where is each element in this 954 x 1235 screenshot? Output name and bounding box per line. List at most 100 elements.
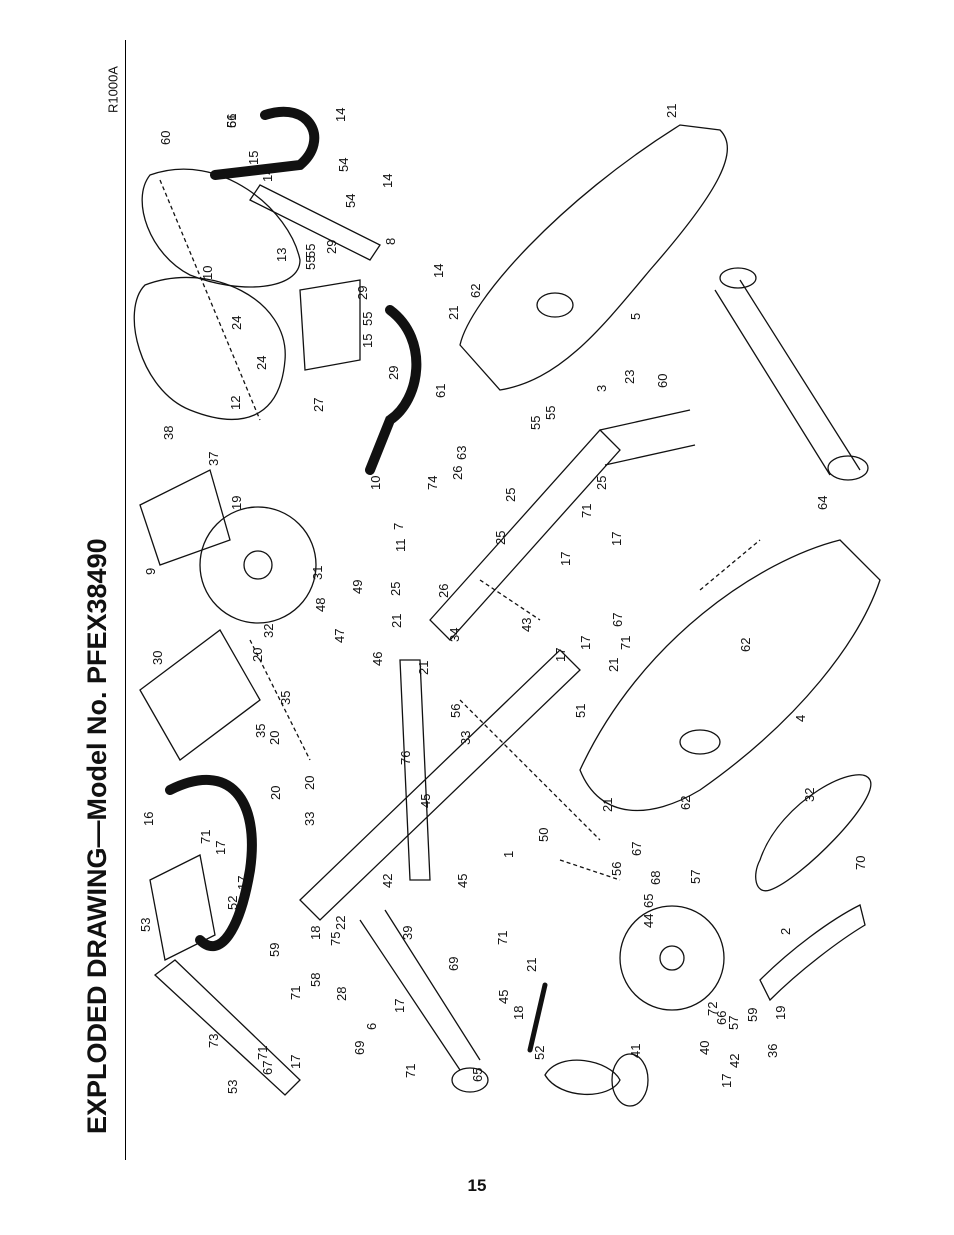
rear-stabilizer-post — [599, 409, 696, 466]
part-label: 46 — [370, 652, 385, 666]
part-label: 71 — [288, 986, 303, 1000]
part-label: 32 — [261, 624, 276, 638]
part-label: 55 — [303, 256, 318, 270]
side-panel — [153, 959, 301, 1096]
part-label: 26 — [436, 584, 451, 598]
part-label: 75 — [328, 932, 343, 946]
part-label: 21 — [524, 958, 539, 972]
part-label: 73 — [206, 1034, 221, 1048]
title-rule — [125, 40, 126, 1160]
seat-frame — [249, 184, 381, 261]
part-label: 41 — [628, 1044, 643, 1058]
part-label: 39 — [400, 926, 415, 940]
part-label: 21 — [600, 798, 615, 812]
part-label: 32 — [802, 788, 817, 802]
drive-belt — [755, 774, 872, 892]
part-label: 71 — [618, 636, 633, 650]
part-label: 14 — [333, 108, 348, 122]
part-label: 17 — [553, 648, 568, 662]
part-label: 33 — [302, 812, 317, 826]
left-shield — [579, 539, 881, 812]
part-label: 45 — [455, 874, 470, 888]
part-label: 49 — [350, 580, 365, 594]
part-label: 3 — [594, 385, 609, 392]
part-label: 60 — [158, 131, 173, 145]
part-label: 17 — [578, 636, 593, 650]
part-label: 65 — [641, 894, 656, 908]
front-post — [399, 659, 431, 881]
part-label: 71 — [579, 504, 594, 518]
part-label: 10 — [200, 266, 215, 280]
part-label: 17 — [392, 999, 407, 1013]
part-label: 42 — [380, 874, 395, 888]
part-label: 15 — [360, 334, 375, 348]
part-label: 4 — [793, 715, 808, 722]
seat-rail — [429, 429, 621, 641]
left-handlebar — [165, 774, 257, 951]
resistance-magnet — [759, 904, 866, 1002]
part-label: 59 — [745, 1008, 760, 1022]
part-label: 62 — [738, 638, 753, 652]
part-label: 67 — [260, 1061, 275, 1075]
part-label: 36 — [765, 1044, 780, 1058]
front-end-cap — [451, 1067, 489, 1093]
part-label: 2 — [778, 928, 793, 935]
console — [139, 469, 231, 566]
part-label: 55 — [303, 244, 318, 258]
part-label: 20 — [302, 776, 317, 790]
part-label: 53 — [225, 1080, 240, 1094]
crank-arm — [527, 982, 548, 1053]
part-label: 54 — [336, 158, 351, 172]
part-label: 31 — [310, 566, 325, 580]
part-label: 67 — [629, 842, 644, 856]
right-pedal — [611, 1053, 649, 1107]
part-label: 9 — [143, 568, 158, 575]
part-label: 29 — [386, 366, 401, 380]
main-frame — [299, 649, 581, 921]
part-label: 56 — [224, 114, 239, 128]
part-label: 27 — [311, 398, 326, 412]
part-label: 48 — [313, 598, 328, 612]
part-label: 37 — [206, 452, 221, 466]
part-label: 6 — [364, 1023, 379, 1030]
console-housing — [139, 629, 261, 761]
part-label: 43 — [519, 618, 534, 632]
part-label: 66 — [714, 1011, 729, 1025]
part-label: 25 — [388, 582, 403, 596]
part-label: 68 — [648, 871, 663, 885]
part-label: 63 — [454, 446, 469, 460]
flywheel-hub — [659, 945, 685, 971]
part-label: 64 — [815, 496, 830, 510]
part-label: 14 — [260, 168, 275, 182]
part-label: 58 — [308, 973, 323, 987]
front-stabilizer — [359, 909, 481, 1071]
part-label: 21 — [446, 306, 461, 320]
part-label: 17 — [288, 1055, 303, 1069]
part-label: 19 — [773, 1006, 788, 1020]
part-label: 61 — [224, 114, 239, 128]
part-label: 24 — [229, 316, 244, 330]
part-label: 20 — [250, 648, 265, 662]
part-label: 65 — [470, 1068, 485, 1082]
part-label: 69 — [352, 1041, 367, 1055]
part-label: 10 — [368, 476, 383, 490]
seat-back-cushion — [141, 168, 301, 288]
part-label: 57 — [688, 870, 703, 884]
part-label: 17 — [609, 532, 624, 546]
part-label: 53 — [138, 918, 153, 932]
part-label: 71 — [255, 1046, 270, 1060]
part-label: 19 — [229, 496, 244, 510]
part-label: 50 — [536, 828, 551, 842]
part-label: 7 — [391, 523, 406, 530]
part-label: 70 — [853, 856, 868, 870]
seat-handlebar — [365, 305, 422, 475]
part-label: 26 — [450, 466, 465, 480]
part-label: 17 — [719, 1074, 734, 1088]
part-label: 25 — [493, 531, 508, 545]
part-label: 1 — [501, 851, 516, 858]
seat-cushion — [133, 276, 286, 421]
base-plate — [149, 854, 216, 961]
part-label: 71 — [403, 1064, 418, 1078]
part-label: 12 — [228, 396, 243, 410]
